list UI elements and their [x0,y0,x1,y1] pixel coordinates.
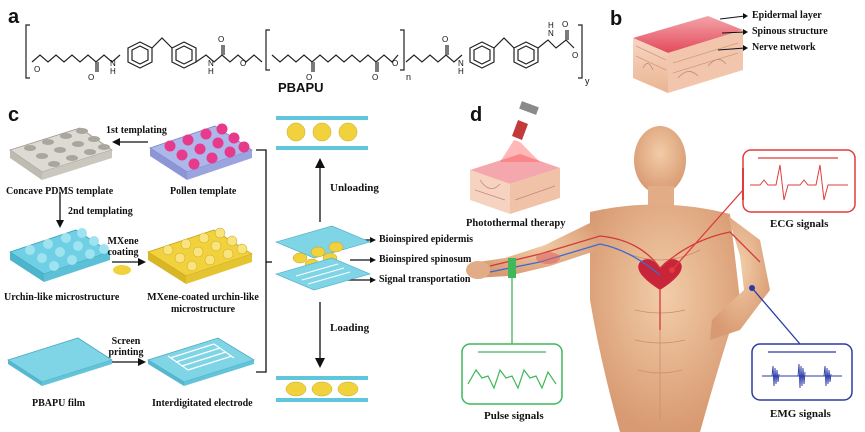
pulse-sensor [508,258,516,278]
label-unloading: Unloading [330,182,379,194]
subscript-y: y [585,76,590,86]
svg-text:H: H [458,67,464,76]
pulse-waveform [467,368,557,390]
pbapu-structure-diagram: O O N H N H O O O O O O N H N H O O [25,20,583,82]
label-ecg-signals: ECG signals [770,218,829,230]
svg-text:N: N [208,59,214,68]
svg-text:N: N [110,59,116,68]
skin-layer-nerve: Nerve network [752,42,816,53]
svg-text:O: O [562,20,568,29]
skin-layer-epidermal: Epidermal layer [752,10,822,21]
panel-label-a: a [8,6,20,28]
device-unloaded [276,116,368,150]
label-loading: Loading [330,322,370,334]
label-mxene-coating: MXene coating [107,236,139,258]
urchin-microstructure [9,228,111,282]
svg-text:H: H [548,21,554,30]
svg-text:O: O [218,35,224,44]
label-photothermal: Photothermal therapy [466,218,566,229]
label-signal-transportation: Signal transportation [379,274,471,285]
label-1st-templating: 1st templating [106,125,167,136]
emg-waveform [762,363,842,389]
fabrication-diagram [7,116,376,402]
panel-label-b: b [610,8,623,30]
label-concave-template: Concave PDMS template [6,186,114,197]
svg-text:O: O [442,35,448,44]
svg-text:O: O [392,59,398,68]
ecg-waveform [750,164,848,201]
mxene-coated-urchin [147,227,253,284]
label-urchin: Urchin-like microstructure [4,292,120,303]
label-mxene-urchin-2: microstructure [170,304,236,315]
skin-illustration [633,16,743,93]
label-mxene-urchin-1: MXene-coated urchin-like [147,292,259,303]
panel-label-d: d [470,104,483,126]
svg-text:N: N [548,29,554,38]
panel-label-c: c [8,104,20,126]
laser-device [500,101,540,162]
photothermal-skin-block [470,154,560,214]
mxene-flake [113,265,131,275]
skin-leader-lines [717,13,748,51]
label-pollen-template: Pollen template [170,186,237,197]
concave-pdms-template [9,127,113,180]
pollen-template [149,123,253,180]
label-emg-signals: EMG signals [770,408,831,420]
skin-layer-spinous: Spinous structure [752,26,828,37]
device-loaded [276,376,368,402]
interdigitated-electrode [147,337,255,386]
svg-text:H: H [110,67,116,76]
label-2nd-templating: 2nd templating [68,206,133,217]
svg-text:O: O [372,73,378,82]
label-interdigitated-electrode: Interdigitated electrode [152,398,253,409]
polymer-name: PBAPU [278,80,324,95]
label-bioinspired-epidermis: Bioinspired epidermis [379,234,473,245]
device-exploded [275,225,371,291]
label-pbapu-film: PBAPU film [32,398,86,409]
label-pulse-signals: Pulse signals [484,410,544,422]
subscript-n: n [406,72,412,82]
svg-text:N: N [458,59,464,68]
svg-text:O: O [34,65,40,74]
label-bioinspired-spinosum: Bioinspired spinosum [379,254,472,265]
emg-box [751,343,853,401]
svg-text:O: O [88,73,94,82]
svg-text:O: O [306,73,312,82]
pbapu-film [7,337,113,386]
svg-text:H: H [208,67,214,76]
ecg-box [742,149,856,213]
label-screen-printing: Screen printing [108,336,144,358]
svg-text:O: O [240,59,246,68]
svg-text:O: O [572,51,578,60]
